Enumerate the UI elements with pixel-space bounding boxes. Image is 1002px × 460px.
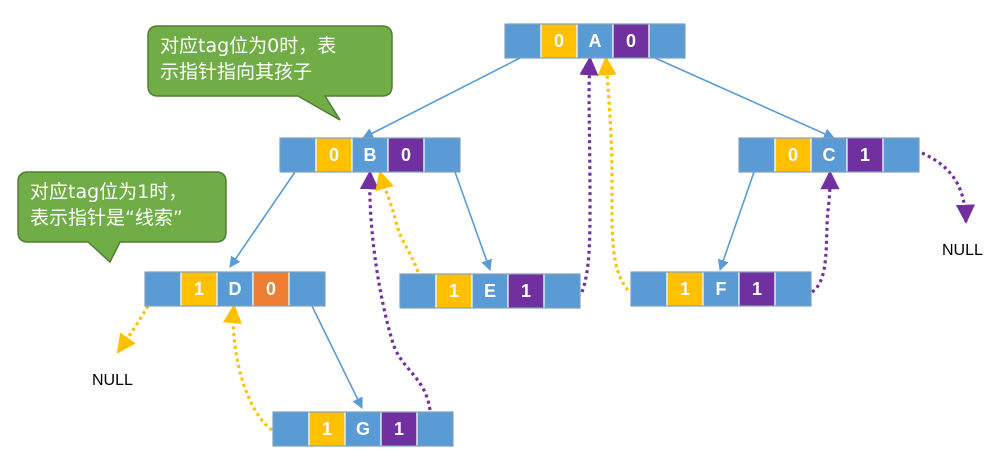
node-b-data-cell [351,137,389,173]
node-b-outline [279,137,461,173]
node-f: 1 F 1 [630,271,812,307]
thread-f-to-a [597,56,630,292]
child-edges [229,57,836,410]
callout-child-bubble [147,25,393,121]
node-a: 0 A 0 [504,23,686,59]
node-g-ltag-cell [308,411,346,447]
node-f-lchild-cell [630,271,668,307]
node-e-ltag-label: 1 [449,281,459,301]
node-e-rtag-label: 1 [521,281,531,301]
node-a-lchild-cell [504,23,542,59]
node-g-lchild-cell [272,411,310,447]
node-a-data-label: A [589,31,602,51]
node-e-outline [399,273,581,309]
edge-b-e [454,171,492,272]
node-g-rtag-label: 1 [394,419,404,439]
thread-e-to-a [579,56,599,293]
node-c-outline [738,137,920,173]
edge-a-b [362,57,521,139]
node-e: 1 E 1 [399,273,581,309]
node-c-rchild-cell [882,137,920,173]
node-g-outline [272,411,454,447]
node-g-data-label: G [356,419,370,439]
thread-d-left-null [116,305,150,354]
node-f-outline [630,271,812,307]
node-f-ltag-label: 1 [680,279,690,299]
node-g: 1 G 1 [272,411,454,447]
node-d-data-label: D [229,279,242,299]
node-c-ltag-label: 0 [788,145,798,165]
edge-a-c [654,57,836,139]
node-b-lchild-cell [279,137,317,173]
node-f-ltag-cell [666,271,704,307]
node-b-ltag-label: 0 [329,145,339,165]
node-f-rtag-label: 1 [752,279,762,299]
node-d-outline [144,271,326,307]
node-g-ltag-label: 1 [322,419,332,439]
node-f-rchild-cell [774,271,812,307]
node-e-data-label: E [484,281,496,301]
node-g-rchild-cell [416,411,454,447]
callout-thread [17,171,227,264]
node-a-ltag-label: 0 [554,31,564,51]
node-a-rtag-label: 0 [626,31,636,51]
callout-child [147,25,393,121]
node-a-outline [504,23,686,59]
thread-g-to-b [359,170,432,411]
node-c-data-label: C [823,145,836,165]
node-e-rchild-cell [543,273,581,309]
edge-c-f [718,171,755,272]
node-b: 0 B 0 [279,137,461,173]
edge-d-g [311,305,363,410]
node-a-rchild-cell [648,23,686,59]
node-c-lchild-cell [738,137,776,173]
node-d-lchild-cell [144,271,182,307]
node-d-rtag-label: 0 [266,279,276,299]
node-d-rchild-cell [288,271,326,307]
node-d-ltag-label: 1 [194,279,204,299]
node-f-data-label: F [716,279,727,299]
thread-g-to-d [222,304,273,432]
node-d: 1 D 0 [144,271,326,307]
node-f-data-cell [702,271,740,307]
thread-f-to-c [810,170,840,294]
thread-e-to-b [375,170,420,273]
thread-c-right-null [921,151,976,224]
node-b-rchild-cell [423,137,461,173]
node-e-lchild-cell [399,273,437,309]
node-c-rtag-label: 1 [860,145,870,165]
node-b-rtag-label: 0 [401,145,411,165]
thread-links [116,56,976,432]
node-b-data-label: B [364,145,377,165]
callout-thread-bubble [17,171,227,264]
edge-b-d [229,171,296,268]
node-c: 0 C 1 [738,137,920,173]
